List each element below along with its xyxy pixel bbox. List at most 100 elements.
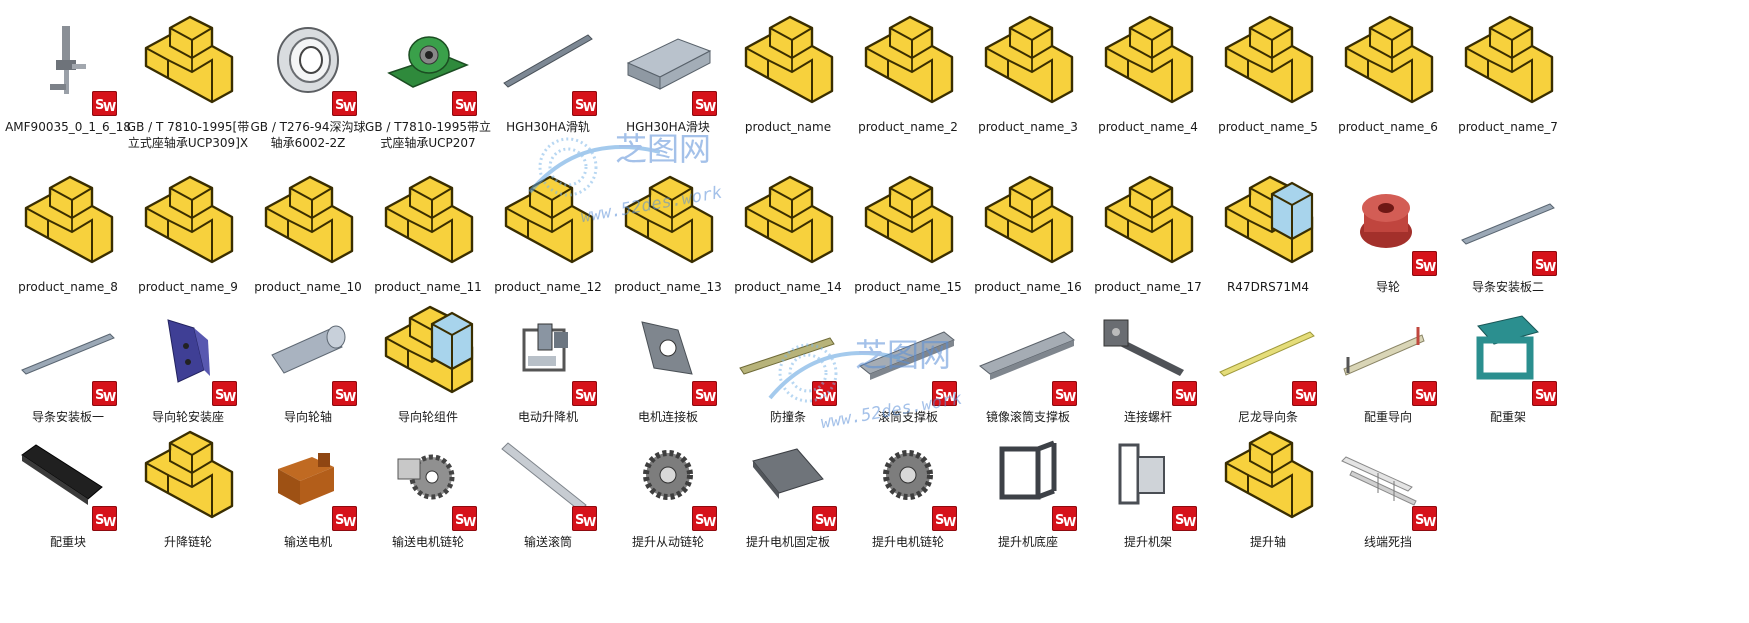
file-name-label: 导向轮安装座 bbox=[151, 410, 224, 424]
file-item[interactable]: product_name_17 bbox=[1081, 164, 1215, 295]
file-item[interactable]: product_name_2 bbox=[841, 4, 975, 135]
file-name-label: product_name_4 bbox=[1098, 120, 1198, 134]
svg-text:S: S bbox=[575, 388, 584, 403]
file-item[interactable]: product_name bbox=[721, 4, 855, 135]
svg-text:W: W bbox=[583, 515, 596, 529]
file-item[interactable]: product_name_16 bbox=[961, 164, 1095, 295]
svg-text:W: W bbox=[943, 515, 956, 529]
file-name-label: 配重块 bbox=[49, 535, 86, 549]
svg-text:S: S bbox=[1175, 513, 1184, 528]
svg-text:S: S bbox=[95, 98, 104, 113]
file-item[interactable]: 提升轴 bbox=[1201, 419, 1335, 550]
file-item[interactable]: R47DRS71M4 bbox=[1201, 164, 1335, 295]
file-name-label: product_name_14 bbox=[734, 280, 842, 294]
file-name-label: 导向轮组件 bbox=[397, 410, 458, 424]
svg-text:W: W bbox=[583, 100, 596, 114]
file-item[interactable]: product_name_9 bbox=[121, 164, 255, 295]
assembly-folder-icon bbox=[721, 4, 855, 116]
file-name-label: 线端死挡 bbox=[1363, 535, 1412, 549]
file-item[interactable]: product_name_7 bbox=[1441, 4, 1575, 135]
file-item[interactable]: product_name_10 bbox=[241, 164, 375, 295]
svg-text:W: W bbox=[583, 390, 596, 404]
file-name-label: product_name_12 bbox=[494, 280, 602, 294]
file-name-label: HGH30HA滑轨 bbox=[506, 120, 590, 134]
file-item[interactable]: product_name_15 bbox=[841, 164, 975, 295]
file-name-label: 滚筒支撑板 bbox=[877, 410, 938, 424]
file-item[interactable]: product_name_3 bbox=[961, 4, 1095, 135]
file-name-label: product_name_2 bbox=[858, 120, 958, 134]
file-item[interactable]: product_name_12 bbox=[481, 164, 615, 295]
file-name-label: product_name_17 bbox=[1094, 280, 1202, 294]
file-item[interactable]: product_name_14 bbox=[721, 164, 855, 295]
svg-text:W: W bbox=[1063, 515, 1076, 529]
svg-text:S: S bbox=[95, 388, 104, 403]
file-name-label: 导轮 bbox=[1375, 280, 1400, 294]
svg-text:W: W bbox=[1183, 390, 1196, 404]
svg-text:S: S bbox=[1055, 388, 1064, 403]
svg-text:S: S bbox=[95, 513, 104, 528]
assembly-folder-icon bbox=[1081, 164, 1215, 276]
svg-text:S: S bbox=[455, 513, 464, 528]
svg-text:W: W bbox=[703, 515, 716, 529]
file-item[interactable]: product_name_4 bbox=[1081, 4, 1215, 135]
assembly-folder-icon bbox=[721, 164, 855, 276]
svg-text:S: S bbox=[335, 388, 344, 403]
file-item[interactable]: product_name_5 bbox=[1201, 4, 1335, 135]
file-item[interactable]: product_name_11 bbox=[361, 164, 495, 295]
file-item[interactable]: product_name_8 bbox=[1, 164, 135, 295]
file-item[interactable]: product_name_6 bbox=[1321, 4, 1455, 135]
file-name-label: 提升机底座 bbox=[997, 535, 1058, 549]
file-item[interactable]: 升降链轮 bbox=[121, 419, 255, 550]
file-item[interactable]: product_name_13 bbox=[601, 164, 735, 295]
file-item[interactable]: 导向轮组件 bbox=[361, 294, 495, 425]
assembly-folder-icon bbox=[121, 419, 255, 531]
assembly-folder-icon bbox=[241, 164, 375, 276]
file-item[interactable]: GB / T 7810-1995[带立式座轴承UCP309]X bbox=[121, 4, 255, 151]
svg-text:S: S bbox=[1175, 388, 1184, 403]
